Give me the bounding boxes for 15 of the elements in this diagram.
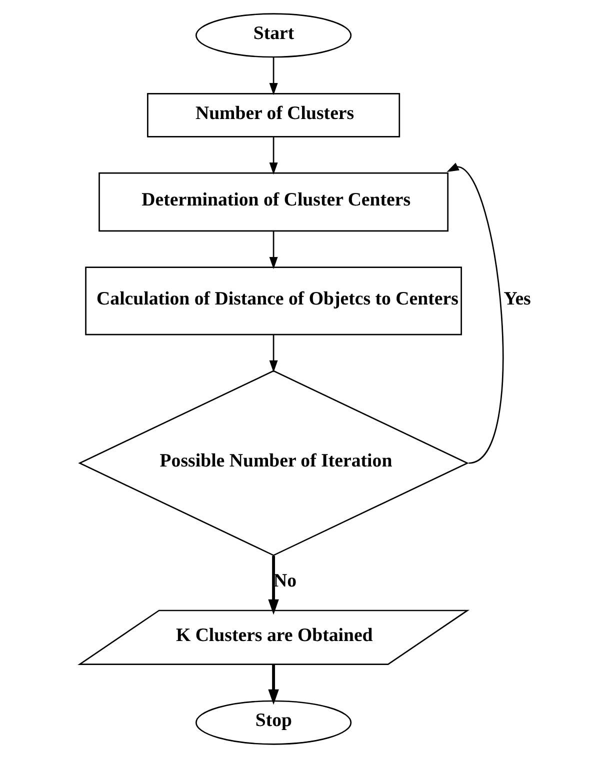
arrow xyxy=(268,231,278,270)
node-box: Determination of Cluster Centers xyxy=(98,172,448,232)
edge-label: No xyxy=(273,570,296,592)
arrow xyxy=(268,664,278,705)
arrow xyxy=(446,162,504,464)
arrow xyxy=(268,334,278,373)
arrow xyxy=(268,556,278,615)
arrow xyxy=(268,57,278,96)
node-ellipse: Start xyxy=(194,13,352,58)
node-box: Calculation of Distance of Objetcs to Centers xyxy=(84,266,462,336)
node-diamond: Possible Number of Iteration xyxy=(78,370,468,556)
node-ellipse: Stop xyxy=(194,700,352,745)
node-box: Number of Clusters xyxy=(146,92,400,138)
edge-label: Yes xyxy=(503,288,530,310)
arrow xyxy=(268,136,278,175)
